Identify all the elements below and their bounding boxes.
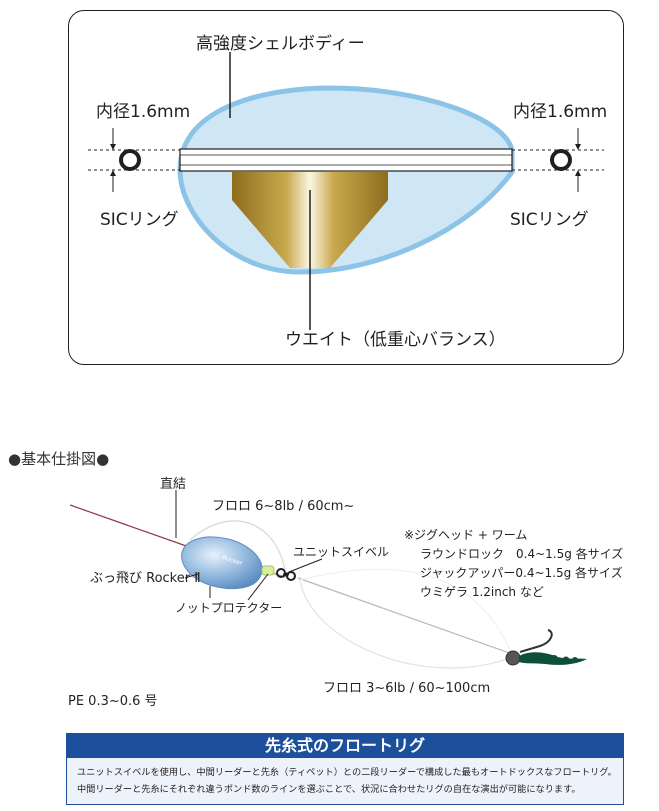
pe-line-label: PE 0.3~0.6 号 <box>68 694 158 709</box>
swivel-label: ユニットスイベル <box>293 545 390 559</box>
knot-protector-label: ノットプロテクター <box>175 601 283 615</box>
banner-body: ユニットスイベルを使用し、中間リーダーと先糸（ティペット）との二段リーダーで構成… <box>77 764 617 798</box>
main-line <box>69 504 193 549</box>
jig-head <box>505 650 521 666</box>
shell-label: 高強度シェルボディー <box>196 34 365 54</box>
jig-line-1: ラウンドロック 0.4~1.5g 各サイズ <box>420 547 624 561</box>
sic-ring-left <box>119 149 141 171</box>
section-title: ●基本仕掛図● <box>8 450 110 468</box>
float-body <box>181 536 263 590</box>
sic-ring-right <box>550 149 572 171</box>
inner-diameter-left: 内径1.6mm <box>96 102 191 122</box>
lower-leader <box>297 577 516 656</box>
jig-note: ※ジグヘッド + ワーム <box>404 528 528 542</box>
jig-line-3: ウミゲラ 1.2inch など <box>420 585 544 599</box>
line-tube <box>179 148 513 172</box>
sic-ring-label-right: SICリング <box>510 210 589 230</box>
jig-line-2: ジャックアッパー0.4~1.5g 各サイズ <box>420 566 623 580</box>
inner-diameter-right: 内径1.6mm <box>513 102 608 122</box>
direct-knot-label: 直結 <box>160 477 187 492</box>
banner-line-2: 中間リーダーと先糸にそれぞれ違うポンド数のラインを選ぶことで、状況に合わせたリグ… <box>77 784 581 795</box>
upper-leader-label: フロロ 6~8lb / 60cm~ <box>212 499 355 514</box>
weight-label: ウエイト（低重心バランス） <box>285 330 506 350</box>
banner-title: 先糸式のフロートリグ <box>67 734 623 758</box>
banner-line-1: ユニットスイベルを使用し、中間リーダーと先糸（ティペット）との二段リーダーで構成… <box>77 767 617 778</box>
cross-section-panel <box>68 10 624 365</box>
info-banner: 先糸式のフロートリグ ユニットスイベルを使用し、中間リーダーと先糸（ティペット）… <box>66 733 624 805</box>
knot-protector <box>261 565 275 576</box>
lower-leader-label: フロロ 3~6lb / 60~100cm <box>323 681 491 696</box>
sic-ring-label-left: SICリング <box>100 210 179 230</box>
float-label: ぶっ飛び Rocker Ⅱ <box>90 571 201 586</box>
jig-hook <box>519 629 553 653</box>
